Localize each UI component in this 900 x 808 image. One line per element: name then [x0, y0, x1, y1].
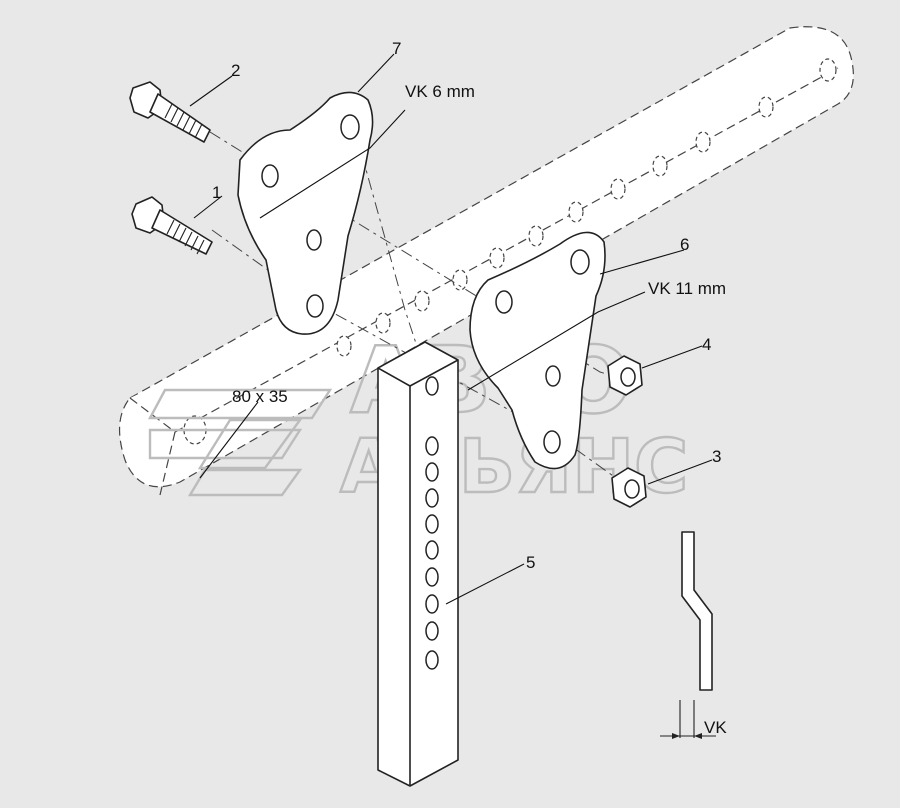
label-vk-11mm: VK 11 mm	[648, 279, 726, 298]
label-part-6: 6	[680, 235, 689, 254]
vk-profile-detail	[660, 531, 716, 739]
label-part-5: 5	[526, 553, 535, 572]
bolt-1	[131, 196, 213, 255]
label-section-size: 80 x 35	[232, 387, 288, 406]
leader-lines	[189, 53, 713, 605]
long-bar	[118, 26, 854, 496]
label-part-4: 4	[702, 335, 711, 354]
label-vk: VK	[704, 718, 727, 737]
label-vk-6mm: VK 6 mm	[405, 82, 475, 101]
label-part-1: 1	[212, 183, 221, 202]
post-holes	[425, 376, 439, 670]
bolt-2	[129, 81, 211, 143]
nut-4	[607, 355, 643, 396]
label-part-7: 7	[392, 39, 401, 58]
label-part-2: 2	[231, 61, 240, 80]
nut-3	[611, 467, 647, 508]
long-bar-holes	[183, 58, 837, 445]
watermark-emblem	[147, 388, 333, 497]
post-5	[377, 341, 459, 787]
plate-6	[469, 231, 606, 470]
label-part-3: 3	[712, 447, 721, 466]
plate-7	[237, 91, 374, 335]
